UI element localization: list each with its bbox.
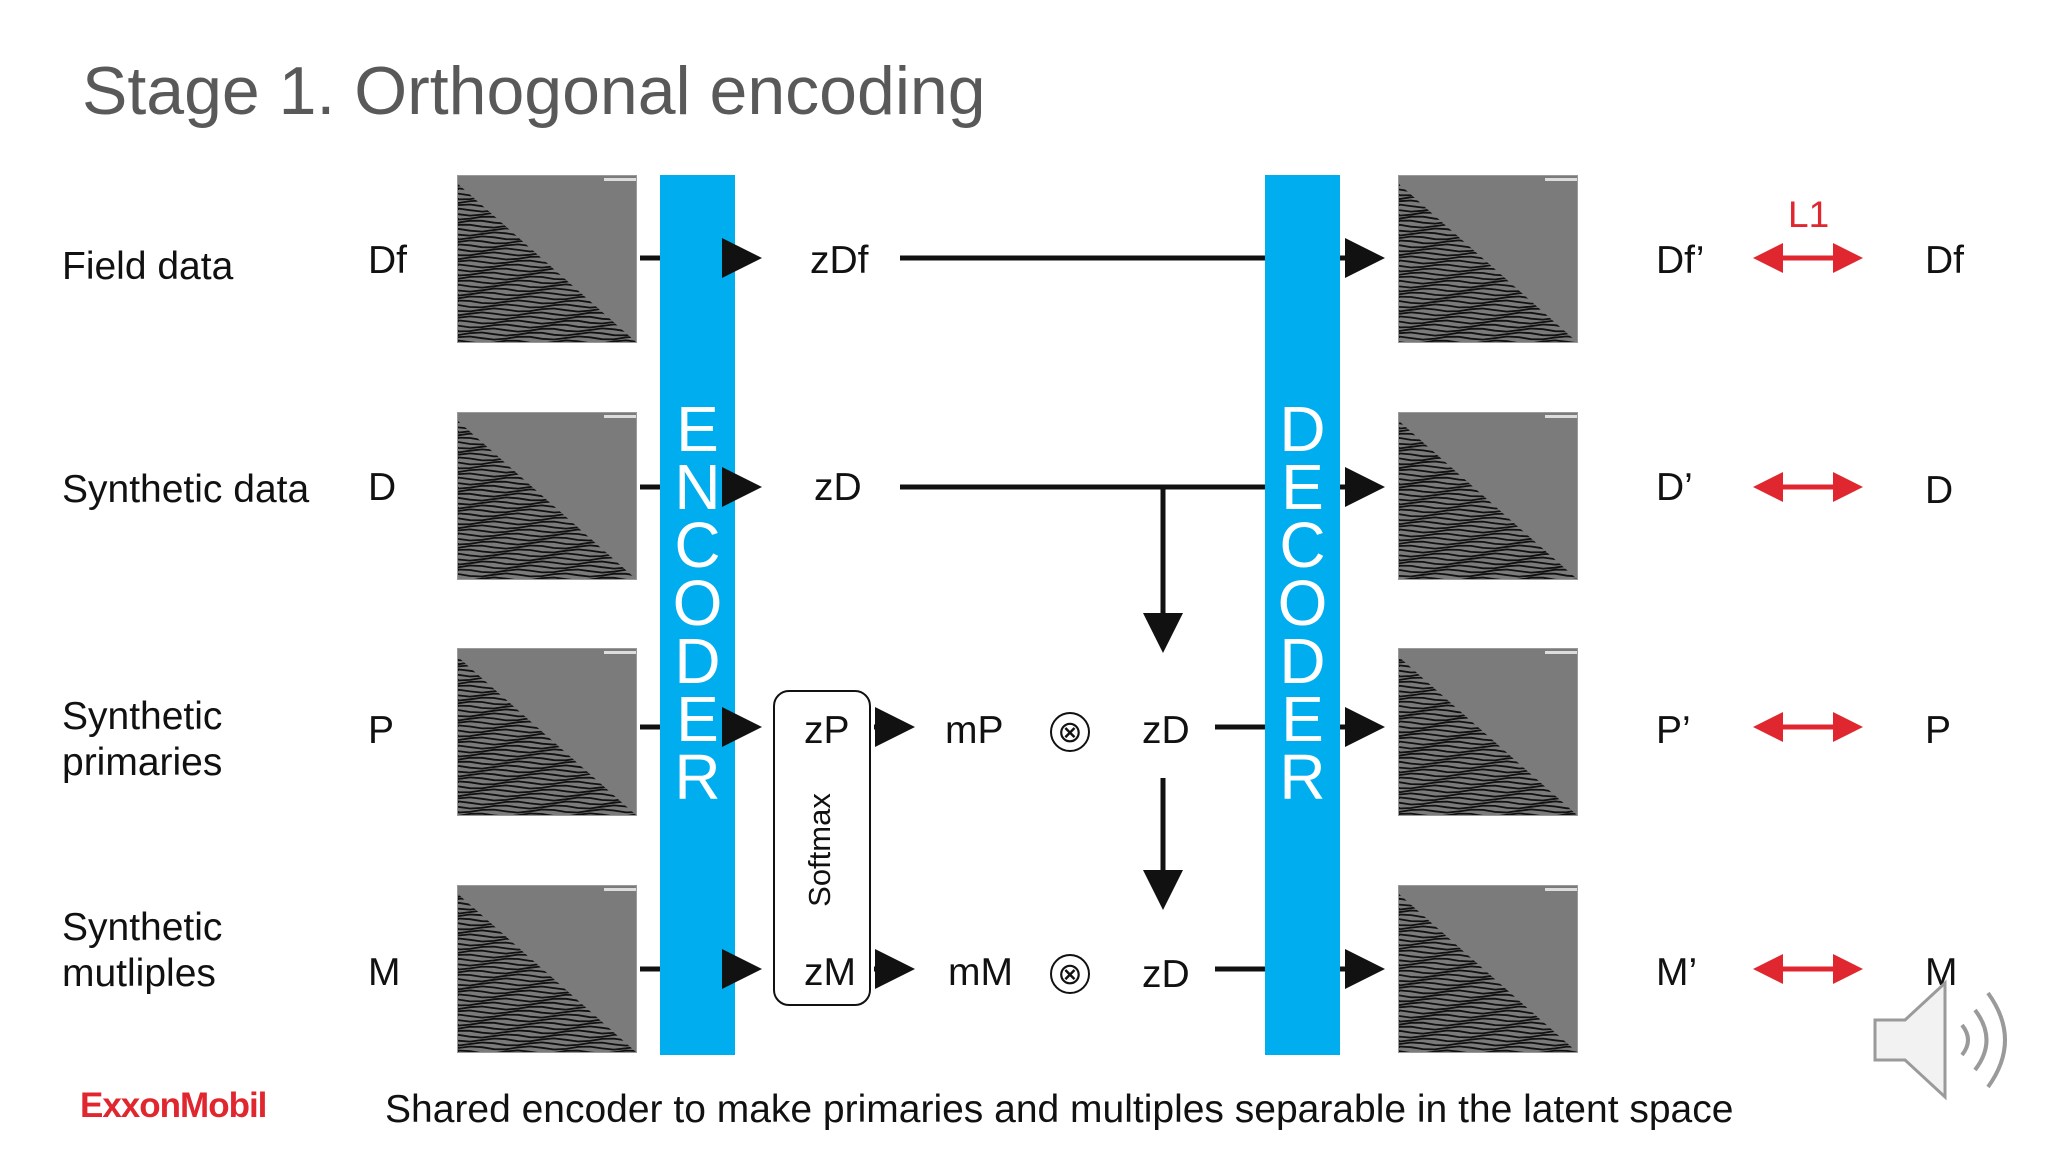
target-df: Df [1925, 239, 1964, 282]
synthetic-multiples-output-image [1398, 885, 1578, 1053]
output-d-prime: D’ [1656, 466, 1693, 509]
synthetic-primaries-input-image [457, 648, 637, 816]
output-p-prime: P’ [1656, 709, 1691, 752]
target-p: P [1925, 709, 1952, 752]
synthetic-data-output-image [1398, 412, 1578, 580]
footer-caption: Shared encoder to make primaries and mul… [385, 1088, 1734, 1131]
softmax-box [773, 690, 871, 1006]
multiply-icon-multiples: ⊗ [1050, 954, 1090, 994]
row-label-synthetic-data: Synthetic data [62, 468, 310, 511]
encoder-block [660, 175, 735, 1055]
input-d: D [368, 466, 397, 509]
mask-mp: mP [945, 709, 1004, 752]
target-d: D [1925, 469, 1954, 512]
latent-zdf: zDf [810, 239, 869, 282]
input-m: M [368, 951, 401, 994]
masked-latent-zd-primaries: zD [1142, 709, 1190, 752]
field-data-output-image [1398, 175, 1578, 343]
latent-zd: zD [814, 466, 862, 509]
mask-mm: mM [948, 951, 1013, 994]
output-df-prime: Df’ [1656, 239, 1705, 282]
exxonmobil-logo: ExxonMobil [80, 1086, 267, 1125]
speaker-icon[interactable] [1870, 975, 2030, 1110]
row-label-synthetic-multiples: Synthetic mutliples [62, 906, 223, 995]
latent-zp: zP [804, 709, 850, 752]
input-p: P [368, 709, 395, 752]
masked-latent-zd-multiples: zD [1142, 953, 1190, 996]
field-data-input-image [457, 175, 637, 343]
slide-title: Stage 1. Orthogonal encoding [82, 53, 986, 129]
synthetic-multiples-input-image [457, 885, 637, 1053]
multiply-icon-primaries: ⊗ [1050, 712, 1090, 752]
output-m-prime: M’ [1656, 951, 1698, 994]
decoder-block [1265, 175, 1340, 1055]
row-label-field-data: Field data [62, 245, 234, 288]
latent-zm: zM [804, 951, 856, 994]
synthetic-data-input-image [457, 412, 637, 580]
synthetic-primaries-output-image [1398, 648, 1578, 816]
input-df: Df [368, 239, 407, 282]
row-label-synthetic-primaries: Synthetic primaries [62, 695, 223, 784]
l1-loss-label: L1 [1788, 194, 1830, 235]
